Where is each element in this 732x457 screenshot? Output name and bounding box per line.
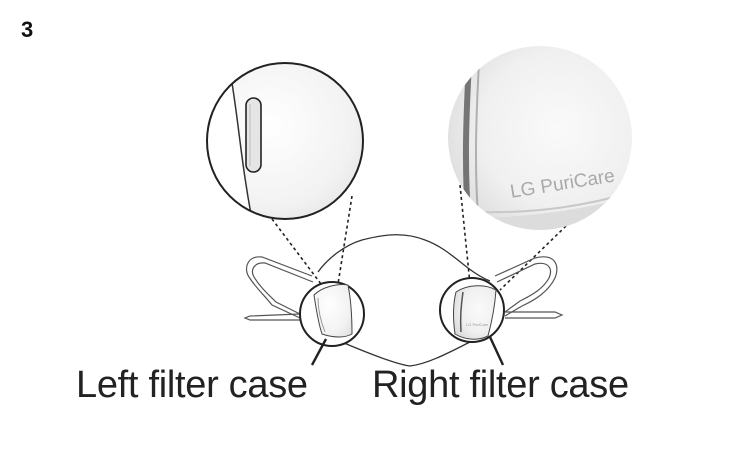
pointer-lines <box>310 336 505 366</box>
left-ear-strap <box>243 256 314 321</box>
mask-body <box>317 234 491 367</box>
left-zoom-detail <box>206 62 364 220</box>
right-zoom-detail: LG PuriCare <box>448 46 632 230</box>
left-filter-case-label: Left filter case <box>76 364 308 406</box>
leader-lines <box>271 184 567 291</box>
right-ear-strap <box>494 256 564 319</box>
right-case-logo: LG PuriCare <box>466 322 489 327</box>
left-filter-case <box>299 281 365 347</box>
step-number: 3 <box>21 17 34 42</box>
right-filter-case-label: Right filter case <box>372 364 629 406</box>
right-filter-case: LG PuriCare <box>439 277 505 343</box>
